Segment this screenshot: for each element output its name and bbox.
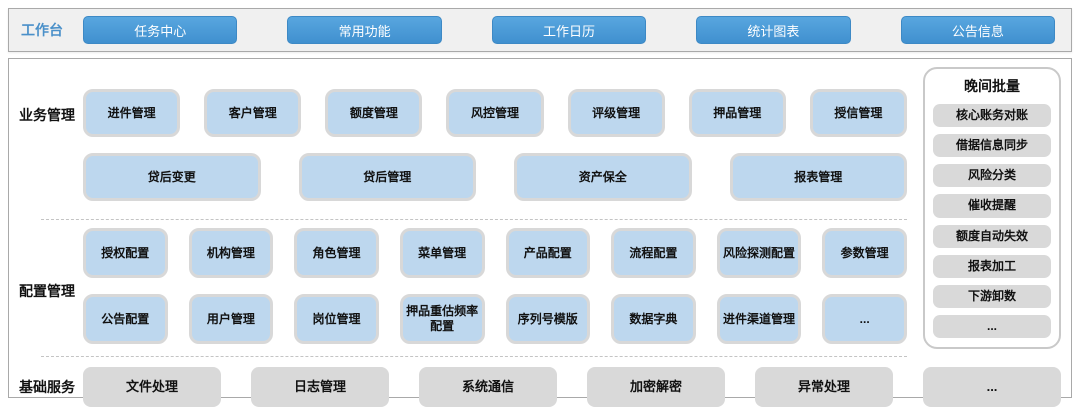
module-box[interactable]: 额度管理 (325, 89, 423, 137)
night-batch-item[interactable]: 借据信息同步 (933, 134, 1051, 158)
module-box[interactable]: 流程配置 (611, 228, 696, 278)
module-box[interactable]: 角色管理 (294, 228, 379, 278)
module-box[interactable]: 授信管理 (809, 89, 907, 137)
service-box[interactable]: 加密解密 (587, 367, 725, 407)
module-box[interactable]: 进件管理 (83, 89, 181, 137)
module-box[interactable]: 公告配置 (83, 294, 168, 344)
section-business-content: 进件管理 客户管理 额度管理 风控管理 评级管理 押品管理 授信管理 贷后变更 … (83, 63, 907, 219)
night-batch-item[interactable]: 额度自动失效 (933, 224, 1051, 248)
module-box[interactable]: 客户管理 (204, 89, 302, 137)
section-label-business: 业务管理 (19, 107, 75, 123)
service-box[interactable]: 日志管理 (251, 367, 389, 407)
workbench-button-stat-charts[interactable]: 统计图表 (696, 16, 851, 44)
section-config: 配置管理 授权配置 机构管理 角色管理 菜单管理 产品配置 流程配置 风险探测配… (19, 220, 907, 356)
module-box-more[interactable]: ... (822, 294, 907, 344)
module-box[interactable]: 菜单管理 (399, 228, 485, 278)
section-config-content: 授权配置 机构管理 角色管理 菜单管理 产品配置 流程配置 风险探测配置 参数管… (83, 220, 907, 356)
module-box[interactable]: 报表管理 (729, 153, 907, 201)
section-business: 业务管理 进件管理 客户管理 额度管理 风控管理 评级管理 押品管理 授信管理 (19, 63, 907, 219)
section-divider (41, 356, 907, 357)
module-box[interactable]: 数据字典 (611, 294, 696, 344)
module-box[interactable]: 风险探测配置 (716, 228, 802, 278)
module-box[interactable]: 用户管理 (188, 294, 274, 344)
night-batch-title: 晚间批量 (964, 78, 1020, 94)
service-box[interactable]: 异常处理 (755, 367, 893, 407)
config-row-1: 授权配置 机构管理 角色管理 菜单管理 产品配置 流程配置 风险探测配置 参数管… (83, 228, 907, 278)
workbench-bar: 工作台 任务中心 常用功能 工作日历 统计图表 公告信息 (8, 8, 1072, 52)
workbench-button-common-funcs[interactable]: 常用功能 (287, 16, 442, 44)
module-box[interactable]: 贷后变更 (83, 153, 261, 201)
night-batch-panel: 晚间批量 核心账务对账 借据信息同步 风险分类 催收提醒 额度自动失效 报表加工… (923, 67, 1061, 349)
module-box[interactable]: 贷后管理 (298, 153, 476, 201)
module-box[interactable]: 授权配置 (83, 228, 168, 278)
module-box[interactable]: 押品重估频率配置 (399, 294, 485, 344)
module-box[interactable]: 产品配置 (505, 228, 591, 278)
config-row-2: 公告配置 用户管理 岗位管理 押品重估频率配置 序列号模版 数据字典 进件渠道管… (83, 294, 907, 344)
night-batch-item[interactable]: 下游卸数 (933, 284, 1051, 308)
section-label-base: 基础服务 (19, 379, 75, 395)
night-batch-item[interactable]: 核心账务对账 (933, 104, 1051, 128)
section-label-config: 配置管理 (19, 283, 75, 299)
business-row-1: 进件管理 客户管理 额度管理 风控管理 评级管理 押品管理 授信管理 (83, 89, 907, 137)
workbench-button-announcements[interactable]: 公告信息 (900, 16, 1056, 44)
section-base-services: 基础服务 文件处理 日志管理 系统通信 加密解密 异常处理 ... (19, 367, 1061, 407)
module-box[interactable]: 资产保全 (514, 153, 692, 201)
workbench-buttons: 任务中心 常用功能 工作日历 统计图表 公告信息 (83, 16, 1056, 44)
module-box[interactable]: 参数管理 (822, 228, 907, 278)
workbench-label: 工作台 (21, 22, 63, 38)
module-box[interactable]: 进件渠道管理 (716, 294, 802, 344)
module-box[interactable]: 评级管理 (567, 89, 665, 137)
service-box-more[interactable]: ... (923, 367, 1061, 407)
night-batch-item-more[interactable]: ... (933, 314, 1051, 338)
workbench-button-task-center[interactable]: 任务中心 (83, 16, 238, 44)
business-row-2: 贷后变更 贷后管理 资产保全 报表管理 (83, 153, 907, 201)
module-box[interactable]: 风控管理 (446, 89, 544, 137)
night-batch-item[interactable]: 风险分类 (933, 164, 1051, 188)
module-box[interactable]: 机构管理 (188, 228, 274, 278)
module-box[interactable]: 押品管理 (688, 89, 786, 137)
night-batch-item[interactable]: 报表加工 (933, 254, 1051, 278)
main-panel: 业务管理 进件管理 客户管理 额度管理 风控管理 评级管理 押品管理 授信管理 (8, 58, 1072, 407)
base-services-row: 文件处理 日志管理 系统通信 加密解密 异常处理 ... (83, 367, 1061, 407)
sections-column: 业务管理 进件管理 客户管理 额度管理 风控管理 评级管理 押品管理 授信管理 (19, 63, 923, 357)
service-box[interactable]: 系统通信 (419, 367, 557, 407)
section-divider (41, 219, 907, 220)
module-box[interactable]: 岗位管理 (294, 294, 379, 344)
workbench-button-work-calendar[interactable]: 工作日历 (491, 16, 647, 44)
night-batch-item[interactable]: 催收提醒 (933, 194, 1051, 218)
module-box[interactable]: 序列号模版 (505, 294, 591, 344)
upper-area: 业务管理 进件管理 客户管理 额度管理 风控管理 评级管理 押品管理 授信管理 (19, 63, 1061, 357)
service-box[interactable]: 文件处理 (83, 367, 221, 407)
